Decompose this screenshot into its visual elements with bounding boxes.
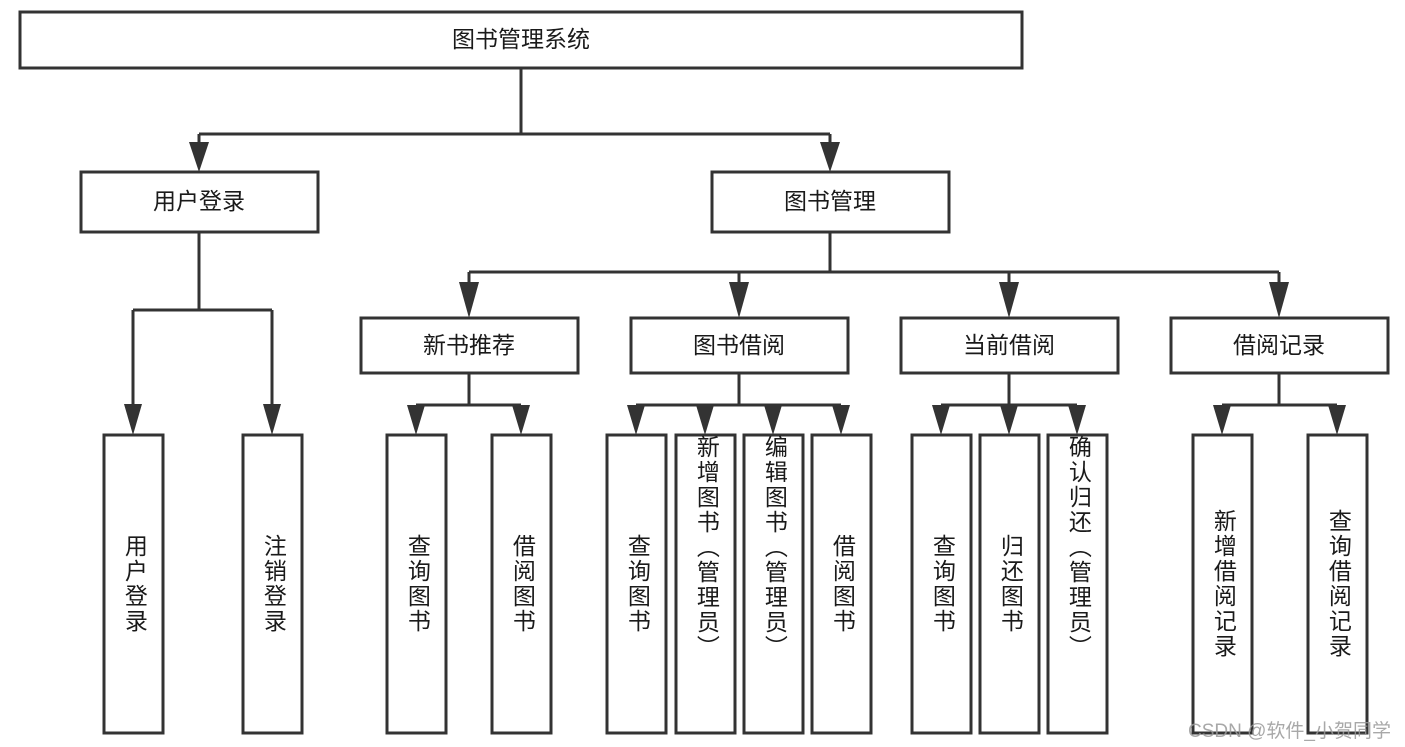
- node-leaf6-box[interactable]: [674, 433, 737, 735]
- node-newbook-box[interactable]: [359, 316, 580, 375]
- arrow-head-leaf10: [1000, 405, 1018, 435]
- node-login[interactable]: 用户登录: [79, 170, 320, 234]
- node-leaf7-box[interactable]: [742, 433, 805, 735]
- node-leaf3-box[interactable]: [385, 433, 448, 735]
- node-root-box[interactable]: [18, 10, 1024, 70]
- node-login-box[interactable]: [79, 170, 320, 234]
- arrow-head-leaf3: [407, 405, 425, 435]
- node-leaf13-box[interactable]: [1306, 433, 1369, 735]
- node-current-label: 当前借阅: [963, 332, 1055, 358]
- arrow-head-leaf1: [124, 404, 142, 435]
- node-borrow-box[interactable]: [629, 316, 850, 375]
- arrow-head-leaf8: [832, 405, 850, 435]
- node-leaf5-box[interactable]: [605, 433, 668, 735]
- node-leaf8-box[interactable]: [810, 433, 873, 735]
- node-record[interactable]: 借阅记录: [1169, 316, 1390, 375]
- arrow-head-leaf11: [1068, 405, 1086, 435]
- connector-group-current-to-leaves: [932, 373, 1086, 435]
- node-bookmgmt[interactable]: 图书管理: [710, 170, 951, 234]
- connector-group-record-to-leaves: [1213, 373, 1346, 435]
- node-leaf1-box[interactable]: [102, 433, 165, 735]
- node-leaf4-box[interactable]: [490, 433, 553, 735]
- node-leaf12-box[interactable]: [1191, 433, 1254, 735]
- node-login-label: 用户登录: [153, 188, 245, 214]
- connector-group-bookmgmt-to-level3: [459, 232, 1289, 318]
- arrow-head-leaf2: [263, 404, 281, 435]
- node-root[interactable]: 图书管理系统: [18, 10, 1024, 70]
- arrow-head-leaf12: [1213, 405, 1231, 435]
- node-borrow-label: 图书借阅: [693, 332, 785, 358]
- node-leaf2-box[interactable]: [241, 433, 304, 735]
- arrow-head-leaf13: [1328, 405, 1346, 435]
- node-newbook[interactable]: 新书推荐: [359, 316, 580, 375]
- arrow-head-login: [189, 142, 209, 172]
- connector-group-login-to-leaves: [124, 232, 281, 435]
- node-leaf11-box[interactable]: [1046, 433, 1109, 735]
- leaf-boxes-group: [102, 433, 1369, 735]
- node-newbook-label: 新书推荐: [423, 332, 515, 358]
- node-record-box[interactable]: [1169, 316, 1390, 375]
- arrow-head-leaf7: [764, 405, 782, 435]
- node-bookmgmt-label: 图书管理: [784, 188, 876, 214]
- node-record-label: 借阅记录: [1233, 332, 1325, 358]
- node-leaf10-box[interactable]: [978, 433, 1041, 735]
- node-bookmgmt-box[interactable]: [710, 170, 951, 234]
- node-root-label: 图书管理系统: [452, 26, 590, 52]
- arrow-head-leaf5: [627, 405, 645, 435]
- arrow-head-bookmgmt: [820, 142, 840, 172]
- node-current-box[interactable]: [899, 316, 1120, 375]
- connector-group-newbook-to-leaves: [407, 373, 530, 435]
- arrow-head-newbook: [459, 282, 479, 318]
- arrow-head-record: [1269, 282, 1289, 318]
- node-current[interactable]: 当前借阅: [899, 316, 1120, 375]
- arrow-head-current: [999, 282, 1019, 318]
- arrow-head-leaf6: [696, 405, 714, 435]
- connector-group-root-to-level2: [189, 68, 840, 172]
- arrow-head-borrow: [729, 282, 749, 318]
- node-borrow[interactable]: 图书借阅: [629, 316, 850, 375]
- arrow-head-leaf4: [512, 405, 530, 435]
- node-leaf9-box[interactable]: [910, 433, 973, 735]
- csdn-watermark: CSDN @软件_小贺同学: [1188, 721, 1391, 742]
- connector-group-borrow-to-leaves: [627, 373, 850, 435]
- arrow-head-leaf9: [932, 405, 950, 435]
